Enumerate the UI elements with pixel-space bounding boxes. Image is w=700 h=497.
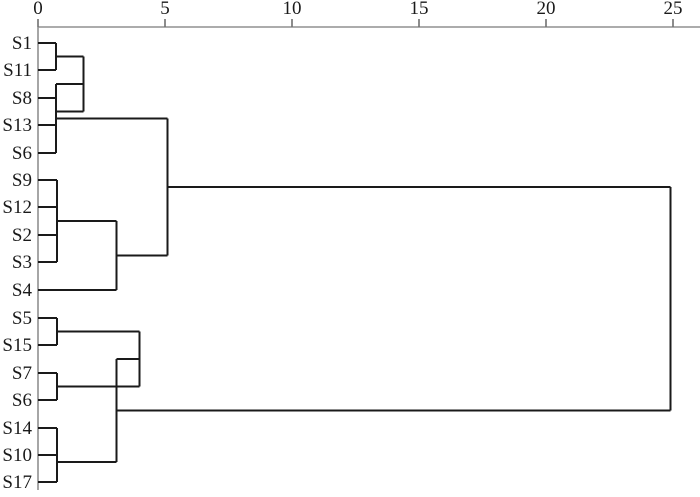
leaf-label-7: S2 [12,225,32,246]
leaf-label-6: S12 [2,197,32,218]
leaf-label-0: S1 [12,33,32,54]
leaf-label-5: S9 [12,170,32,191]
leaf-label-11: S15 [2,335,32,356]
axis-tick-label-5: 5 [160,0,170,19]
axis-tick-label-0: 0 [33,0,43,19]
dendro-link-m16 [116,186,672,412]
dendrogram-links [38,42,672,483]
dendro-link-m14 [38,441,59,483]
leaf-label-2: S8 [12,88,32,109]
axis-tick-label-10: 10 [283,0,302,19]
dendro-link-m9 [55,117,169,257]
leaf-label-13: S6 [12,390,32,411]
leaf-label-8: S3 [12,252,32,273]
leaf-label-4: S6 [12,143,32,164]
leaf-label-3: S13 [2,115,32,136]
leaf-label-15: S10 [2,445,32,466]
leaf-label-9: S4 [12,280,33,301]
axis-group: 0 5 10 15 20 25 [33,0,700,28]
axis-ticks [37,19,674,27]
axis-tick-label-20: 20 [537,0,556,19]
axis-tick-labels: 0 5 10 15 20 25 [33,0,682,19]
leaf-label-group: S1S11S8S13S6S9S12S2S3S4S5S15S7S6S14S10S1… [2,33,32,493]
dendro-link-m5 [38,179,59,208]
leaf-label-12: S7 [12,363,32,384]
dendro-link-m8 [38,220,118,291]
axis-tick-label-25: 25 [664,0,683,19]
dendro-link-m2 [38,97,57,126]
leaf-label-10: S5 [12,308,32,329]
axis-tick-label-15: 15 [410,0,429,19]
dendro-link-m13 [38,427,59,456]
dendro-link-m11 [38,372,59,401]
dendro-link-m6 [38,234,59,263]
dendro-link-m1 [38,42,57,71]
leaf-label-1: S11 [3,60,32,81]
leaf-label-16: S17 [2,472,32,493]
leaf-label-14: S14 [2,418,32,439]
dendro-link-m10 [38,317,59,346]
